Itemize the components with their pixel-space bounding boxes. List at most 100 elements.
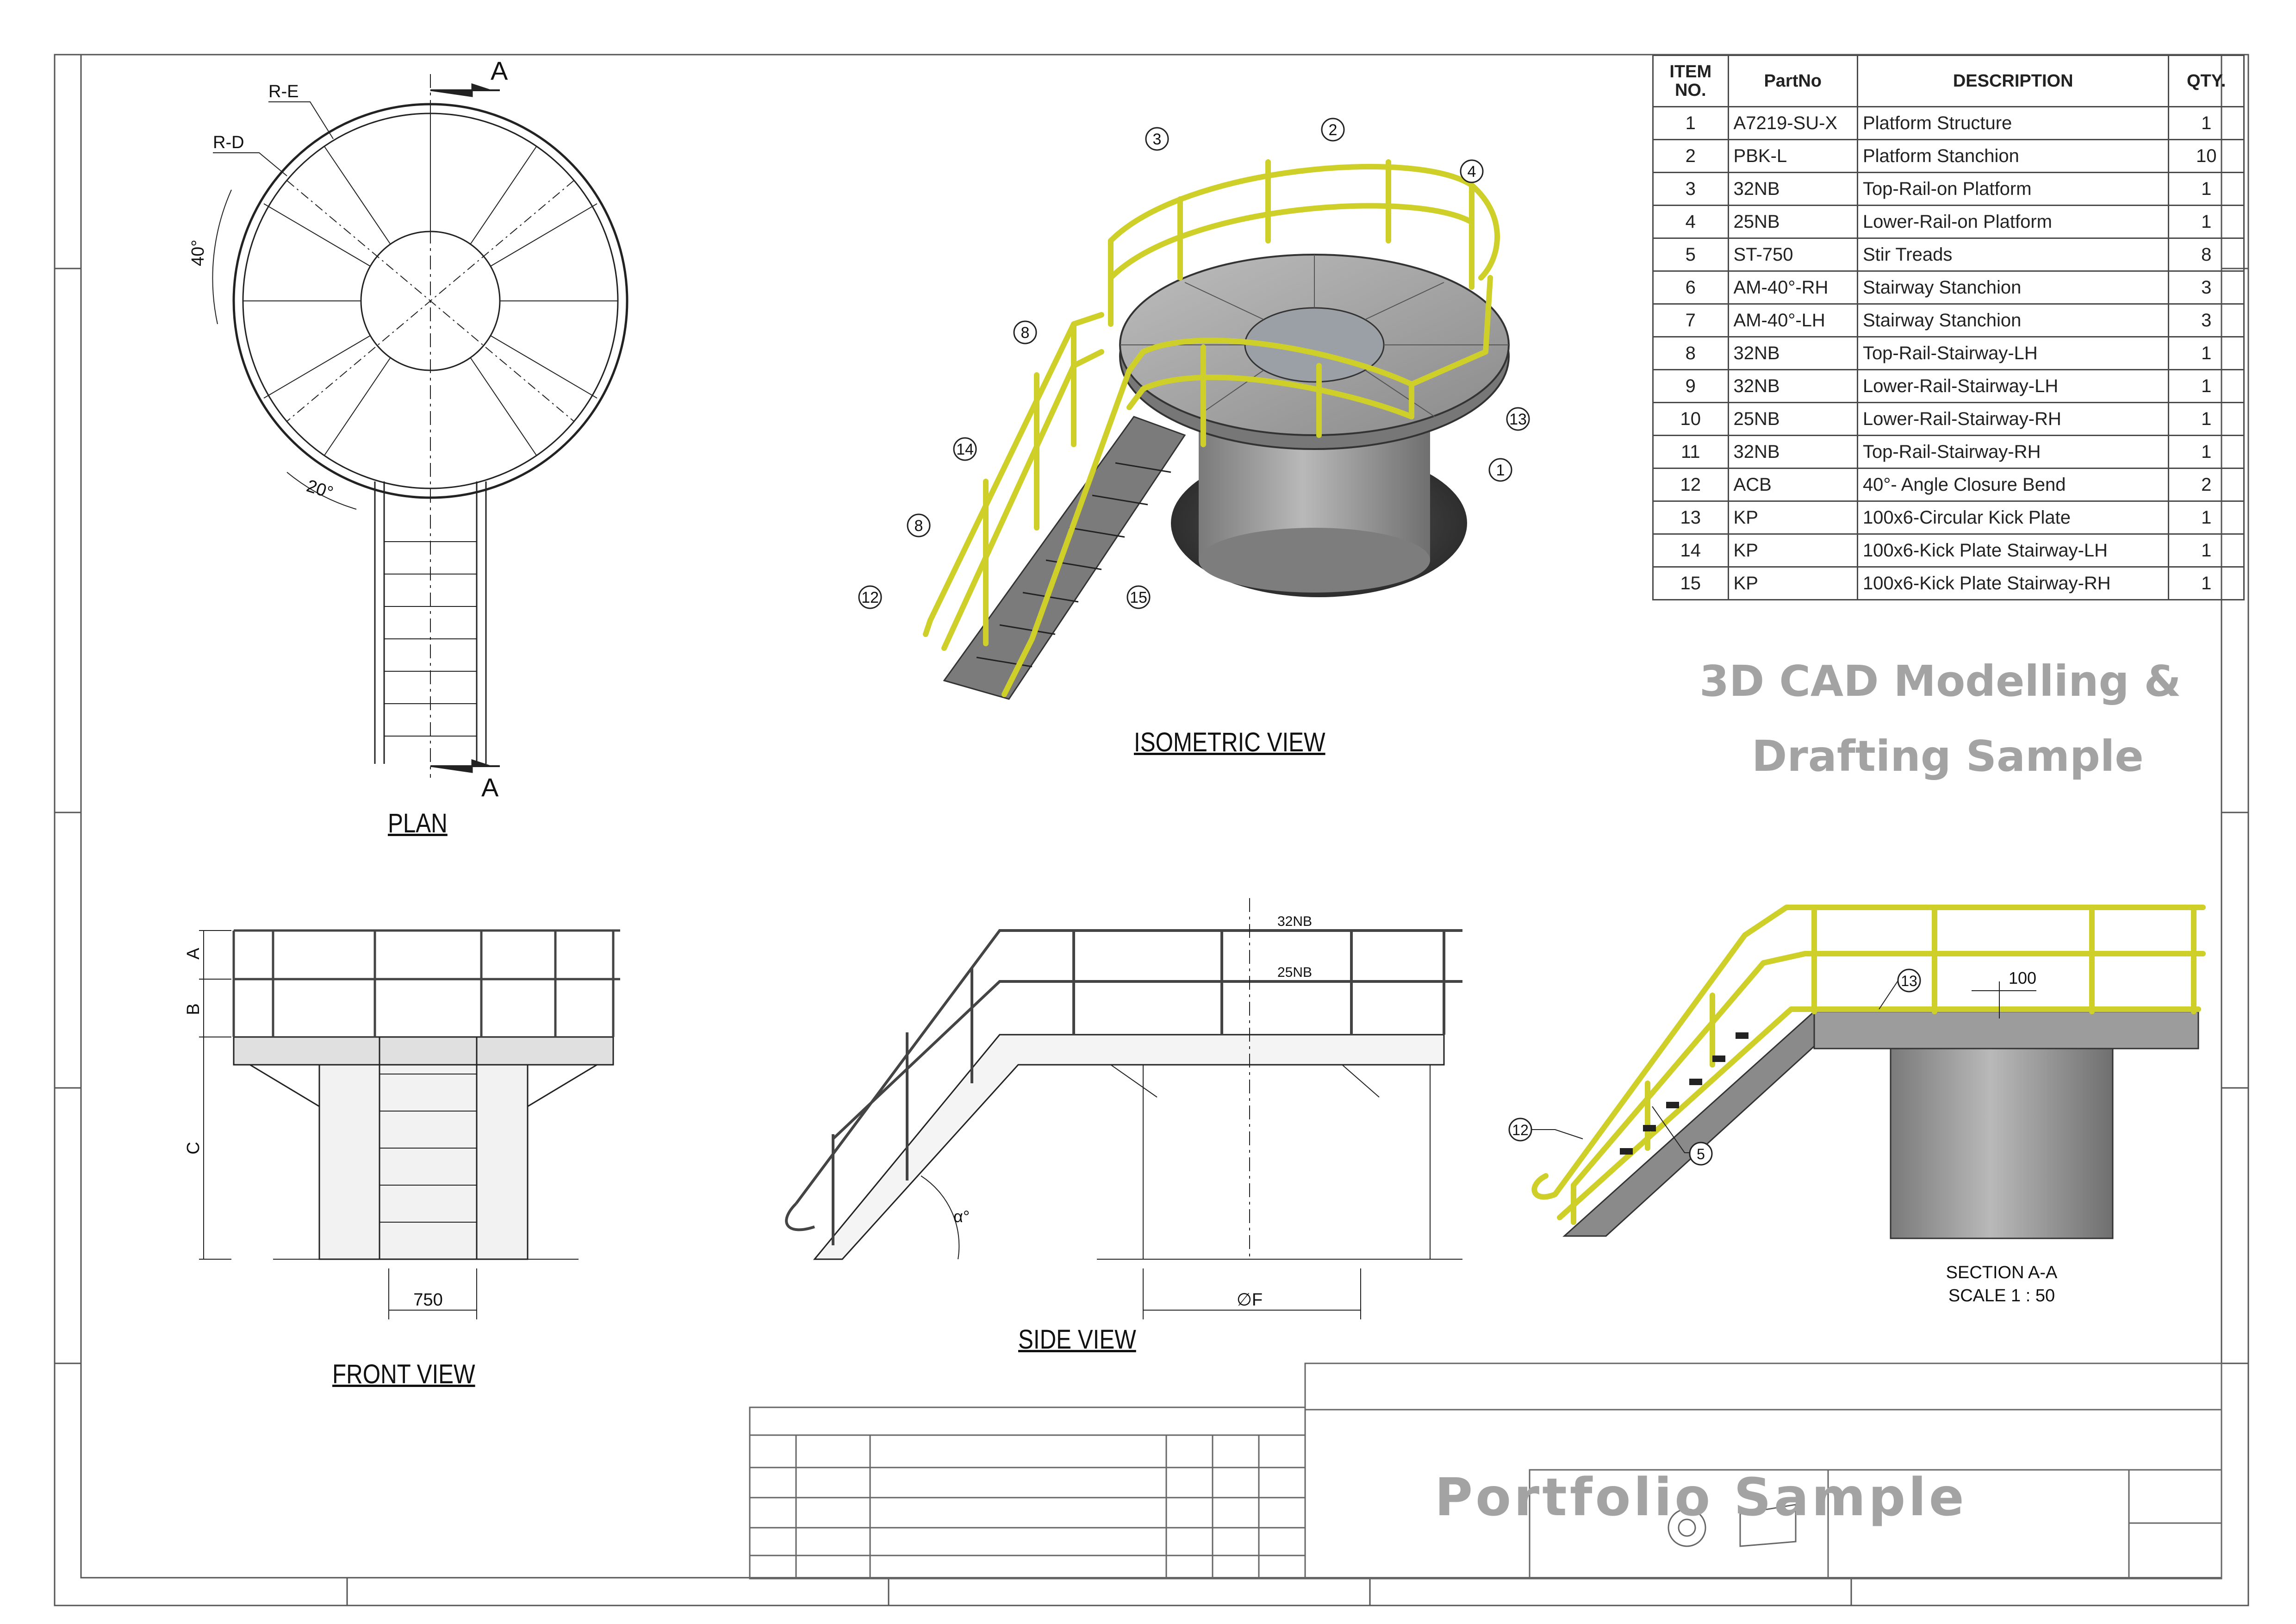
- side-top-pipe-label: 32NB: [1277, 914, 1312, 929]
- bom-cell-item: 5: [1652, 237, 1729, 272]
- bom-cell-item: 10: [1652, 402, 1729, 436]
- bom-cell-part: AM-40°-LH: [1727, 303, 1858, 337]
- bom-cell-part: 32NB: [1727, 435, 1858, 469]
- bom-cell-qty: 1: [2168, 369, 2245, 403]
- bom-cell-item: 11: [1652, 435, 1729, 469]
- iso-balloons: [858, 118, 1530, 609]
- bom-cell-desc: Top-Rail-Stairway-RH: [1856, 435, 2170, 469]
- bom-cell-item: 3: [1652, 172, 1729, 206]
- bom-cell-qty: 1: [2168, 533, 2245, 568]
- plan-view-label: PLAN: [388, 808, 448, 838]
- iso-balloon-13: 13: [1509, 411, 1527, 428]
- section-title: SECTION A-A: [1946, 1263, 2058, 1282]
- iso-balloon-12: 12: [861, 589, 879, 606]
- bom-cell-qty: 1: [2168, 566, 2245, 600]
- iso-balloon-1: 1: [1496, 462, 1505, 479]
- bom-cell-qty: 1: [2168, 336, 2245, 370]
- front-view-label: FRONT VIEW: [332, 1359, 475, 1389]
- front-view: [199, 929, 620, 1319]
- bom-cell-qty: 1: [2168, 402, 2245, 436]
- bom-cell-part: 25NB: [1727, 402, 1858, 436]
- plan-angle-40-label: 40°: [188, 240, 208, 266]
- bom-header-item: ITEM NO.: [1652, 55, 1729, 107]
- bom-cell-item: 7: [1652, 303, 1729, 337]
- bom-cell-desc: Lower-Rail-Stairway-LH: [1856, 369, 2170, 403]
- bom-cell-qty: 10: [2168, 139, 2245, 173]
- bom-cell-part: A7219-SU-X: [1727, 106, 1858, 140]
- side-diameter-label: ∅F: [1237, 1290, 1263, 1310]
- bom-cell-item: 14: [1652, 533, 1729, 568]
- bom-cell-part: 32NB: [1727, 369, 1858, 403]
- bom-cell-item: 6: [1652, 270, 1729, 305]
- bom-cell-desc: 40°- Angle Closure Bend: [1856, 468, 2170, 502]
- bom-cell-desc: Stairway Stanchion: [1856, 270, 2170, 305]
- bom-cell-item: 2: [1652, 139, 1729, 173]
- bom-cell-part: KP: [1727, 533, 1858, 568]
- bom-cell-part: 32NB: [1727, 336, 1858, 370]
- iso-balloon-8b: 8: [915, 517, 923, 535]
- bom-cell-desc: Platform Stanchion: [1856, 139, 2170, 173]
- side-lower-pipe-label: 25NB: [1277, 965, 1312, 980]
- bom-cell-desc: 100x6-Kick Plate Stairway-LH: [1856, 533, 2170, 568]
- bom-cell-qty: 1: [2168, 172, 2245, 206]
- bom-cell-part: KP: [1727, 500, 1858, 535]
- iso-balloon-4: 4: [1468, 163, 1476, 181]
- title-stamp-line1: 3D CAD Modelling &: [1699, 656, 2181, 706]
- bom-cell-desc: Lower-Rail-on Platform: [1856, 205, 2170, 239]
- front-dim-b: B: [184, 1003, 203, 1015]
- portfolio-stamp: Portfolio Sample: [1435, 1468, 1967, 1528]
- bom-cell-part: KP: [1727, 566, 1858, 600]
- plan-view: [212, 74, 628, 778]
- bom-cell-desc: Platform Structure: [1856, 106, 2170, 140]
- front-dim-width: 750: [413, 1290, 442, 1310]
- bom-cell-part: ST-750: [1727, 237, 1858, 272]
- bom-cell-qty: 1: [2168, 435, 2245, 469]
- bom-header-part: PartNo: [1727, 55, 1858, 107]
- plan-angle-20-label: 20°: [304, 476, 336, 503]
- bom-cell-qty: 2: [2168, 468, 2245, 502]
- section-balloon-13: 13: [1901, 973, 1917, 989]
- title-stamp-line2: Drafting Sample: [1752, 731, 2144, 781]
- iso-balloon-8a: 8: [1021, 324, 1030, 342]
- side-alpha-label: α°: [953, 1207, 970, 1226]
- iso-balloon-15: 15: [1130, 589, 1147, 606]
- bom-cell-item: 4: [1652, 205, 1729, 239]
- bom-cell-qty: 1: [2168, 500, 2245, 535]
- bom-cell-part: 25NB: [1727, 205, 1858, 239]
- bom-header-row: ITEM NO. PartNo DESCRIPTION QTY.: [1652, 55, 2245, 107]
- section-dim-100: 100: [2009, 968, 2036, 987]
- isometric-view-label: ISOMETRIC VIEW: [1134, 727, 1325, 757]
- section-scale: SCALE 1 : 50: [1948, 1286, 2055, 1305]
- bom-cell-desc: Stir Treads: [1856, 237, 2170, 272]
- plan-radius-e-label: R-E: [268, 82, 299, 101]
- bom-cell-item: 9: [1652, 369, 1729, 403]
- plan-radius-d-label: R-D: [213, 133, 244, 152]
- bom-header-desc: DESCRIPTION: [1856, 55, 2170, 107]
- bom-cell-desc: Top-Rail-on Platform: [1856, 172, 2170, 206]
- title-block: [749, 1362, 2222, 1580]
- bom-cell-qty: 1: [2168, 205, 2245, 239]
- bom-cell-desc: 100x6-Kick Plate Stairway-RH: [1856, 566, 2170, 600]
- bom-cell-part: ACB: [1727, 468, 1858, 502]
- bom-cell-item: 15: [1652, 566, 1729, 600]
- sheet-frame: [54, 54, 2249, 1606]
- bom-cell-part: PBK-L: [1727, 139, 1858, 173]
- section-balloon-5: 5: [1697, 1146, 1705, 1162]
- iso-balloon-2: 2: [1329, 121, 1338, 139]
- front-dim-a: A: [184, 948, 203, 960]
- side-view-label: SIDE VIEW: [1018, 1324, 1136, 1355]
